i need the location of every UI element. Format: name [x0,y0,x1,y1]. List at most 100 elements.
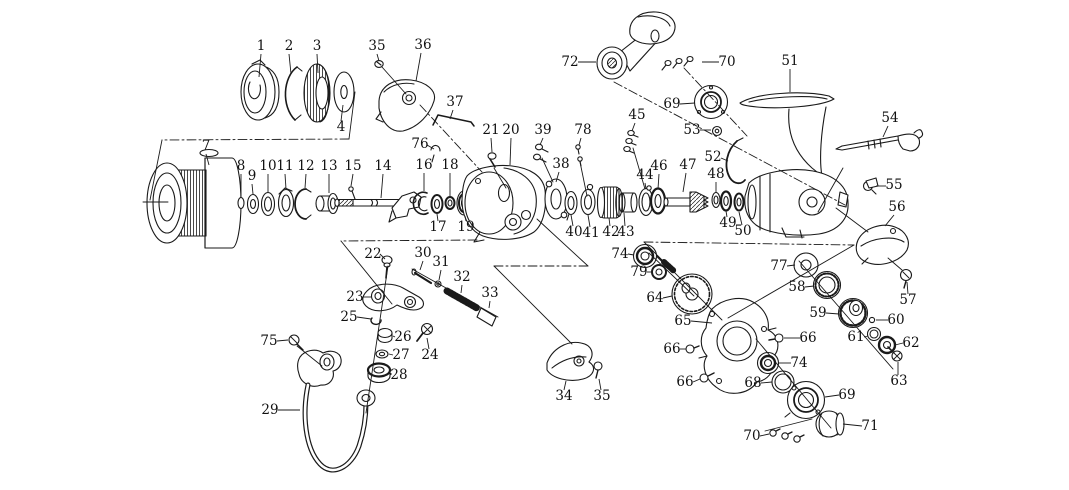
label-leader-75 [276,339,289,342]
part-label-26: 26 [394,329,411,345]
label-leader-52 [720,157,729,162]
part-27-washer [375,349,389,359]
parts-artwork [146,11,924,473]
label-leader-22 [379,253,386,260]
construction-line-solid [579,161,588,197]
part-label-27: 27 [392,347,409,363]
part-label-25: 25 [340,309,357,325]
part-label-10: 10 [259,158,276,174]
part-label-74: 74 [611,246,628,262]
part-label-8: 8 [237,158,246,174]
part-label-11: 11 [276,158,293,174]
part-label-41: 41 [582,225,599,241]
part-label-71: 71 [861,418,878,434]
label-leader-58 [804,285,815,288]
part-2-drag-spring [284,66,303,121]
construction-line-dashdot [161,138,350,141]
part-label-54: 54 [881,110,898,126]
part-label-24: 24 [421,347,438,363]
part-label-48: 48 [707,166,724,182]
part-label-31: 31 [432,254,449,270]
part-label-9: 9 [248,168,257,184]
part-label-79: 79 [630,264,647,280]
label-leader-37 [449,109,454,120]
part-label-22: 22 [364,246,381,262]
label-leader-25 [356,316,372,320]
part-8-washer [237,196,245,210]
part-label-56: 56 [888,199,905,215]
label-leader-1 [258,53,262,78]
part-61-ring [866,326,882,342]
label-leader-14 [380,173,384,199]
part-45-screws [623,129,639,154]
part-label-62: 62 [902,335,919,351]
construction-line-solid [381,66,407,95]
label-leader-77 [786,264,796,267]
construction-line-solid [648,252,695,297]
label-leader-26 [392,335,396,338]
label-leader-21 [490,137,493,153]
part-label-35: 35 [368,38,385,54]
part-label-66: 66 [676,374,693,390]
part-41-tab-washer [580,183,596,216]
part-label-38: 38 [552,156,569,172]
part-3-drag-gear [303,63,331,123]
part-label-37: 37 [446,94,463,110]
label-leader-78 [578,137,582,146]
label-leader-32 [460,284,463,294]
construction-line-solid [764,418,813,432]
part-label-43: 43 [617,224,634,240]
part-59-oscillating-gear [837,297,869,329]
label-leader-47 [682,172,687,193]
part-9-washer [246,193,260,215]
part-label-42: 42 [602,224,619,240]
construction-line-solid [541,157,554,183]
part-72-handle [596,11,676,80]
part-38-brake-plate [544,178,568,220]
construction-line-solid [348,91,356,140]
part-37-rod [432,114,475,127]
construction-line-solid [493,265,573,345]
part-50-washer [733,192,745,212]
part-label-66: 66 [799,330,816,346]
label-leader-69 [679,102,696,105]
label-leader-71 [842,423,863,427]
construction-line-dashdot [340,239,478,242]
part-label-77: 77 [770,258,787,274]
part-label-75: 75 [260,333,277,349]
label-leader-68 [760,381,773,384]
label-leader-27 [388,353,394,356]
label-leader-59 [825,312,840,315]
label-leader-76 [426,144,435,150]
part-70-screws-top [661,55,694,71]
part-label-70: 70 [718,54,735,70]
part-32-spring [443,287,481,312]
part-label-30: 30 [414,245,431,261]
construction-line-solid [149,139,163,201]
part-39-screws [532,143,549,163]
construction-line-solid [887,257,903,271]
label-leader-33 [488,300,491,309]
part-label-74: 74 [790,355,807,371]
construction-line-solid [817,167,844,213]
part-label-59: 59 [809,305,826,321]
construction-lines [142,66,903,432]
part-label-69: 69 [663,96,680,112]
part-14-main-shaft [334,191,422,223]
part-7-spool [146,148,242,249]
label-leader-30 [419,260,424,271]
part-76-clip [430,144,441,163]
label-leader-62 [894,342,904,346]
part-label-45: 45 [628,107,645,123]
part-label-7: 7 [202,138,211,154]
part-25-ring [370,317,382,326]
label-leader-15 [350,173,354,187]
part-53-screw [711,125,723,137]
construction-line-dashdot [613,81,846,206]
part-label-50: 50 [734,223,751,239]
label-leader-61 [863,335,869,338]
label-leader-36 [415,52,422,82]
label-leader-45 [631,122,636,132]
